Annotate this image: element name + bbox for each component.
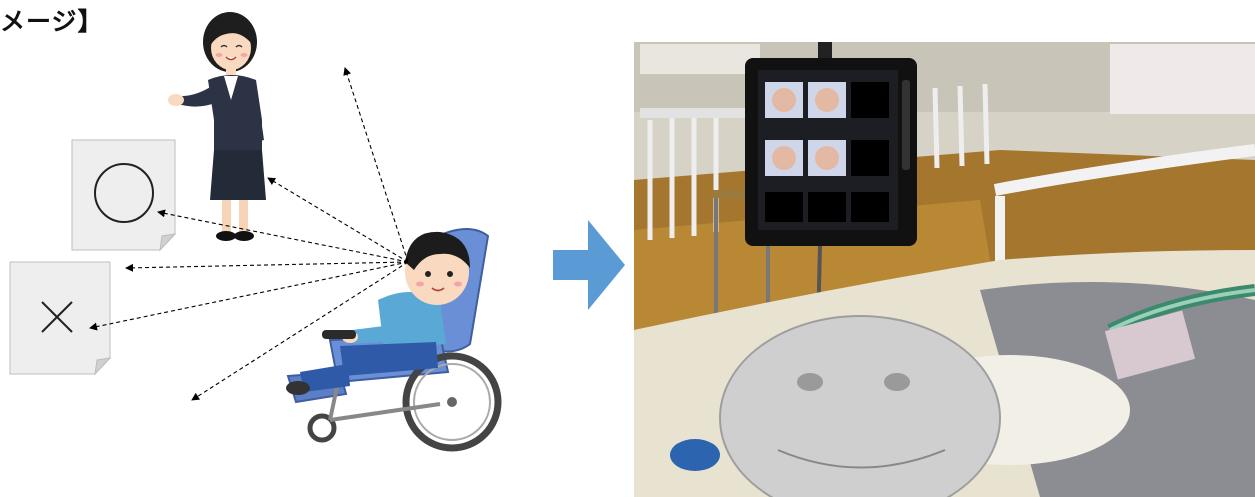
gaze-arrow-up	[343, 67, 409, 263]
gaze-arrow-down	[191, 261, 409, 401]
gaze-arrows	[89, 67, 409, 401]
transition-arrow-icon	[553, 220, 625, 310]
gaze-arrow-left	[125, 261, 409, 272]
circle-card	[71, 139, 177, 252]
cross-symbol-icon	[41, 301, 73, 333]
cross-card	[9, 261, 112, 376]
wheelchair-user-illustration	[286, 228, 502, 452]
gaze-arrow-cross	[89, 261, 409, 331]
tablet-screen-icons	[765, 82, 889, 222]
bedside-photo	[634, 42, 1255, 497]
teacher-illustration	[168, 12, 266, 241]
gaze-arrow-teacher	[267, 177, 409, 263]
smiley-face-overlay	[719, 315, 1001, 497]
gaze-arrow-circle	[157, 209, 409, 263]
circle-symbol-icon	[94, 163, 154, 223]
page-title: メージ】	[0, 7, 104, 36]
